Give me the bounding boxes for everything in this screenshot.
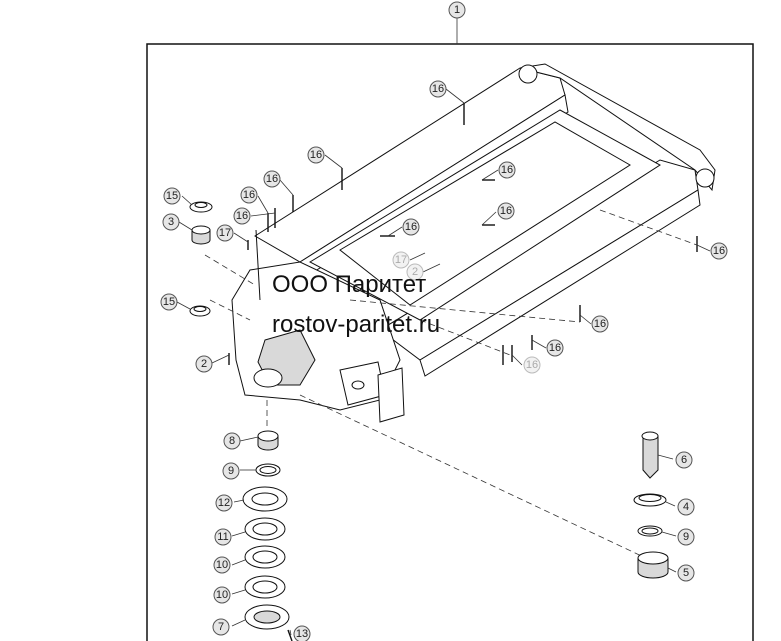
svg-text:8: 8: [229, 435, 235, 447]
svg-text:5: 5: [683, 567, 689, 579]
svg-text:16: 16: [526, 359, 538, 371]
callout-5: 5: [677, 564, 695, 582]
callout-15-a: 15: [163, 187, 181, 205]
callout-9-a: 9: [222, 462, 240, 480]
callout-16-h: 16: [402, 218, 420, 236]
svg-text:1: 1: [454, 4, 460, 16]
callout-16-a: 16: [429, 80, 447, 98]
callout-16-f: 16: [498, 161, 516, 179]
svg-text:2: 2: [412, 266, 418, 278]
svg-text:9: 9: [683, 531, 689, 543]
left-upper-parts: [189, 201, 213, 317]
callout-2-b: 2: [195, 355, 213, 373]
callout-11: 11: [214, 528, 232, 546]
svg-text:16: 16: [501, 164, 513, 176]
main-frame: [231, 63, 716, 423]
callout-4: 4: [677, 498, 695, 516]
callout-7: 7: [212, 618, 230, 636]
svg-text:16: 16: [310, 149, 322, 161]
watermark-company-name: ООО Паритет: [272, 271, 427, 298]
callout-6: 6: [675, 451, 693, 469]
leader-lines: [176, 88, 711, 636]
callout-3: 3: [162, 213, 180, 231]
callout-16-g: 16: [497, 202, 515, 220]
svg-text:15: 15: [166, 190, 178, 202]
callout-10-b: 10: [213, 586, 231, 604]
right-lower-parts: [633, 431, 669, 579]
svg-text:13: 13: [296, 628, 308, 640]
svg-text:6: 6: [681, 454, 687, 466]
callout-9-b: 9: [677, 528, 695, 546]
svg-text:16: 16: [266, 173, 278, 185]
svg-text:15: 15: [163, 296, 175, 308]
svg-text:16: 16: [549, 342, 561, 354]
svg-text:7: 7: [218, 621, 224, 633]
svg-text:10: 10: [216, 589, 228, 601]
callout-15-b: 15: [160, 293, 178, 311]
watermark-website: rostov-paritet.ru: [272, 311, 441, 338]
svg-text:3: 3: [168, 216, 174, 228]
callout-17-b: 17: [392, 251, 410, 269]
assembly-frame-border: [146, 43, 754, 641]
svg-text:16: 16: [405, 221, 417, 233]
callout-10-a: 10: [213, 556, 231, 574]
svg-text:10: 10: [216, 559, 228, 571]
svg-text:16: 16: [243, 189, 255, 201]
svg-text:16: 16: [236, 210, 248, 222]
svg-text:17: 17: [395, 254, 407, 266]
callout-16-i: 16: [710, 242, 728, 260]
callout-16-l: 16: [523, 356, 541, 374]
svg-text:17: 17: [219, 227, 231, 239]
svg-text:2: 2: [201, 358, 207, 370]
svg-text:12: 12: [218, 497, 230, 509]
bearing-stack: [242, 430, 293, 641]
explosion-lines: [204, 209, 698, 561]
svg-text:16: 16: [594, 318, 606, 330]
callout-16-j: 16: [591, 315, 609, 333]
callout-12: 12: [215, 494, 233, 512]
bolts: [228, 103, 698, 365]
callout-16-e: 16: [233, 207, 251, 225]
svg-text:16: 16: [500, 205, 512, 217]
callout-16-k: 16: [546, 339, 564, 357]
callout-17-a: 17: [216, 224, 234, 242]
svg-text:16: 16: [713, 245, 725, 257]
svg-text:4: 4: [683, 501, 689, 513]
callout-13: 13: [293, 625, 311, 641]
svg-text:16: 16: [432, 83, 444, 95]
callout-16-c: 16: [263, 170, 281, 188]
callout-16-d: 16: [240, 186, 258, 204]
svg-text:9: 9: [228, 465, 234, 477]
callout-8: 8: [223, 432, 241, 450]
callout-2-a: 2: [406, 263, 424, 281]
svg-text:11: 11: [217, 531, 228, 543]
callout-16-b: 16: [307, 146, 325, 164]
callout-1: 1: [448, 1, 466, 19]
